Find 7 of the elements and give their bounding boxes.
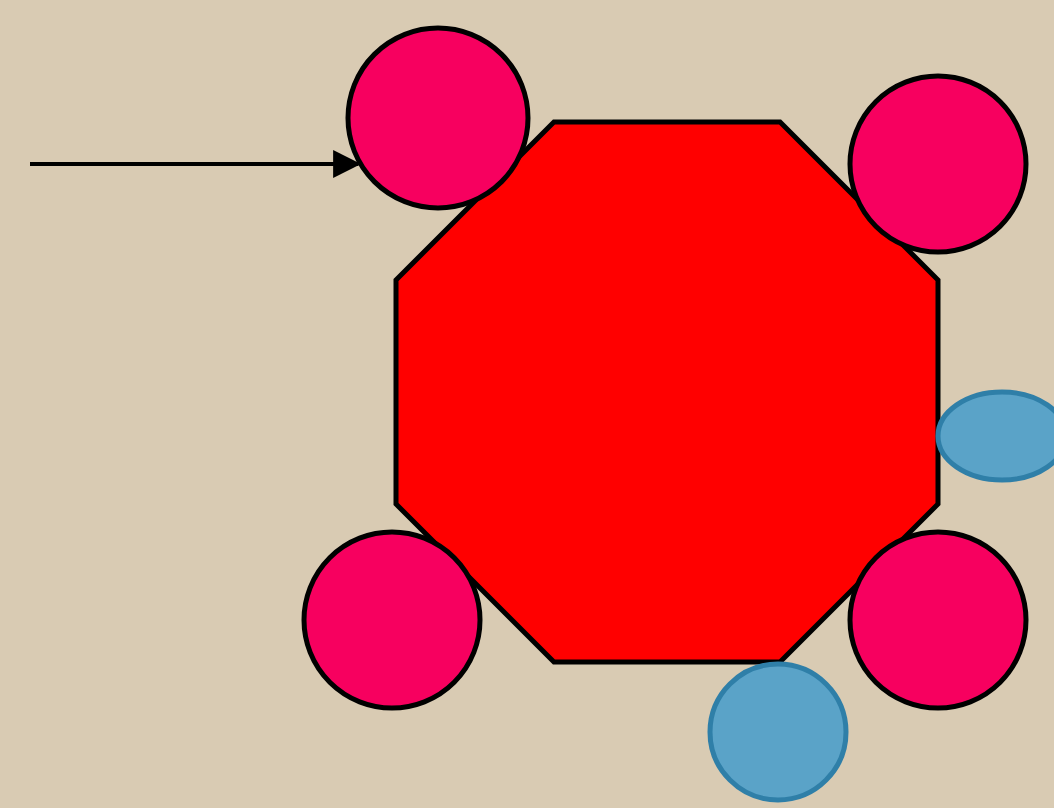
- circle-shape: [848, 530, 1028, 710]
- circle-shape: [346, 26, 530, 210]
- circle-shape: [708, 662, 848, 802]
- octagon-shape: [394, 120, 940, 664]
- arrow: [30, 150, 362, 178]
- circle-shape: [302, 530, 482, 710]
- circle-shape: [848, 74, 1028, 254]
